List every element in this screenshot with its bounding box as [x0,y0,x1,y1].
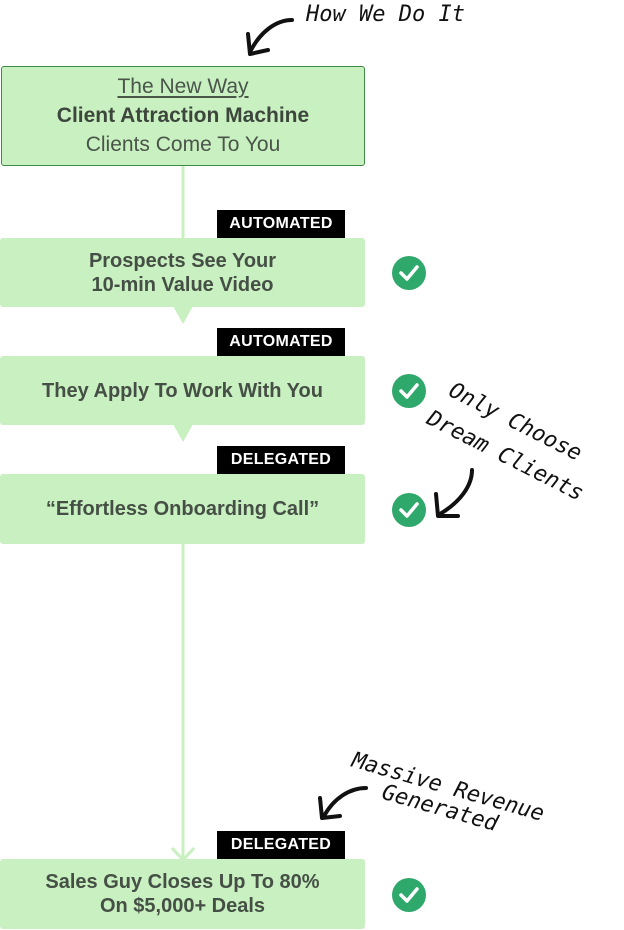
hero-title: Client Attraction Machine [56,104,310,127]
hand-drawn-arrow-icon [246,18,294,56]
step-line: “Effortless Onboarding Call” [45,498,320,520]
step-tag: DELEGATED [217,831,345,859]
check-circle-icon [392,256,426,290]
step-tag: AUTOMATED [217,210,345,238]
step-line: Sales Guy Closes Up To 80% [45,871,320,893]
check-circle-icon [392,374,426,408]
step-tag: AUTOMATED [217,328,345,356]
step-line: They Apply To Work With You [42,379,323,402]
hero-subtitle: The New Way [117,75,249,98]
step-box: They Apply To Work With You [0,356,365,425]
pointer-step2 [173,424,193,442]
step-box: Prospects See Your 10-min Value Video [0,238,365,307]
hero-tagline: Clients Come To You [85,133,281,156]
check-circle-icon [392,878,426,912]
step-line: On $5,000+ Deals [99,895,266,917]
pointer-step1 [173,306,193,324]
step-line: 10-min Value Video [91,273,274,296]
header-note: How We Do It [306,2,465,27]
step-box: Sales Guy Closes Up To 80% On $5,000+ De… [0,859,365,929]
hero-box: The New Way Client Attraction Machine Cl… [1,66,365,166]
step-tag: DELEGATED [217,446,345,474]
check-circle-icon [392,493,426,527]
step-line: Prospects See Your [88,249,277,272]
step-box: “Effortless Onboarding Call” [0,474,365,544]
hand-drawn-arrow-icon [434,468,474,518]
hand-drawn-arrow-icon [318,786,368,820]
